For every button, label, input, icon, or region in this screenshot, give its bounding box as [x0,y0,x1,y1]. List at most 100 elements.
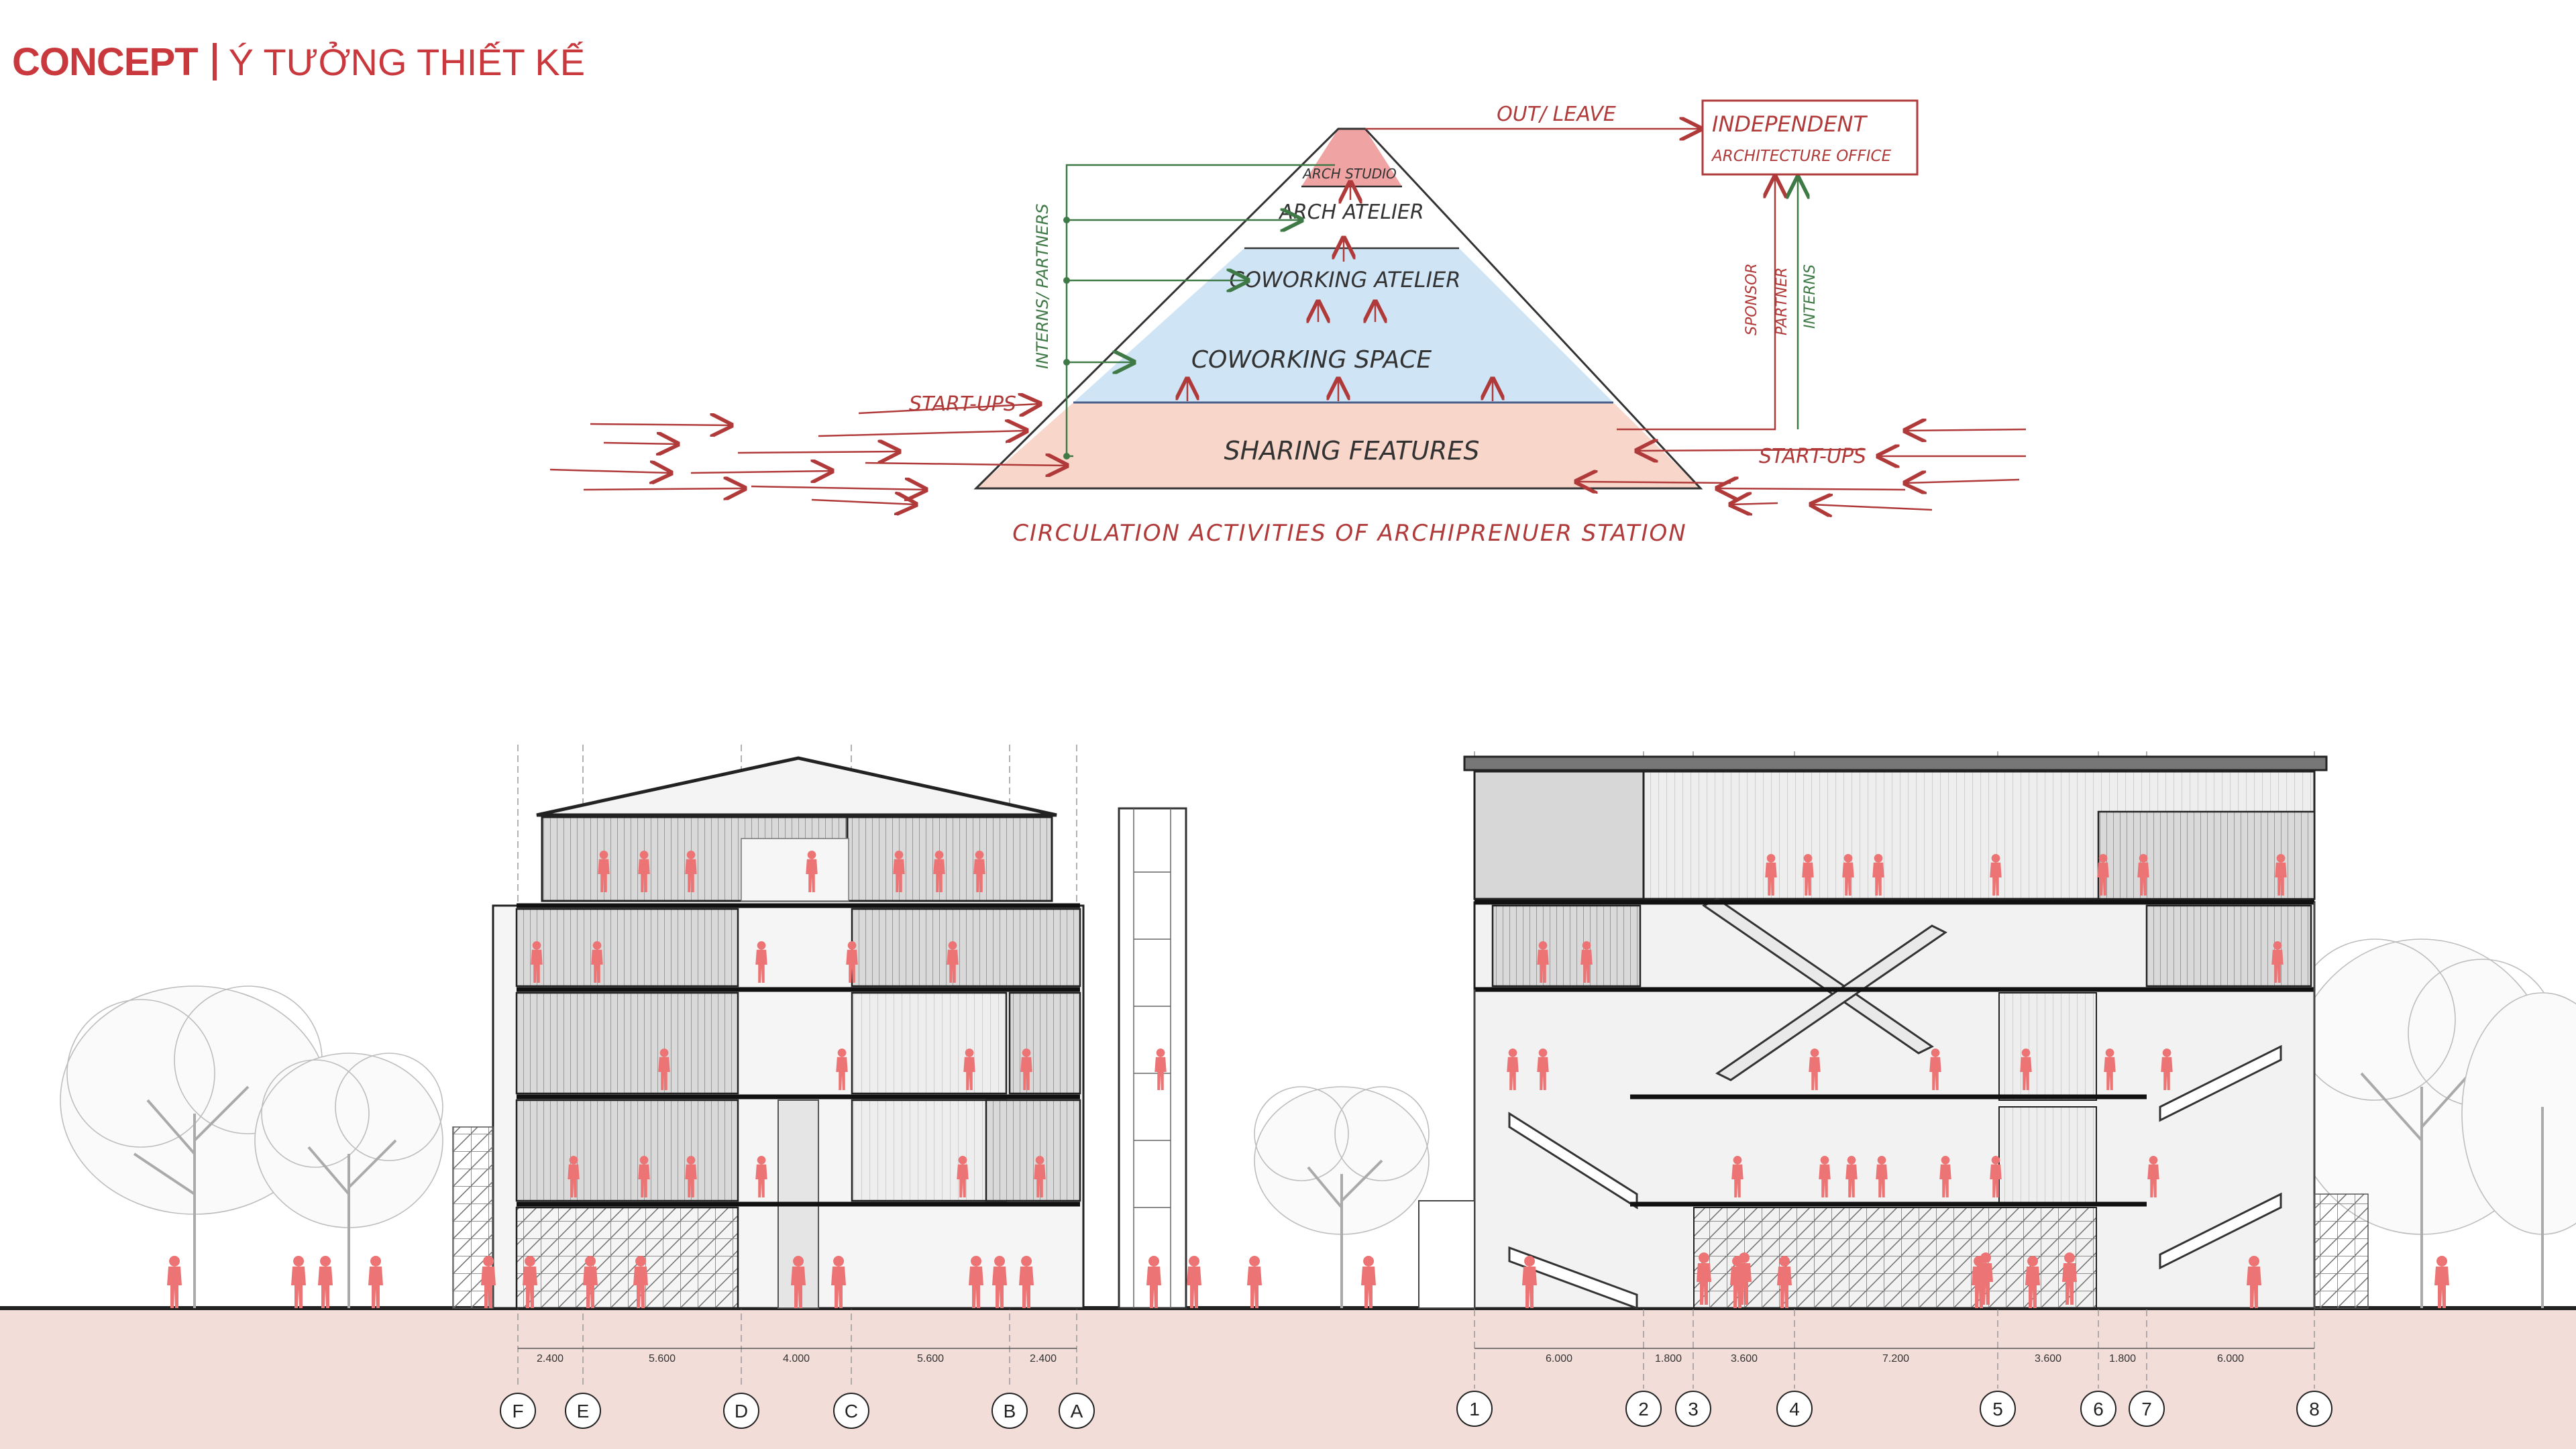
tree-mid [1254,1086,1430,1308]
person-silhouette [1845,1156,1858,1197]
person-silhouette [598,851,610,892]
person-silhouette [1155,1049,1167,1090]
person-silhouette [1777,1256,1792,1308]
person-silhouette [1537,1049,1549,1090]
building-section-left: 2.400 5.600 4.000 5.600 2.400 F E D C B … [452,745,1187,1429]
left-dim-3: 4.000 [783,1353,810,1364]
right-dim-3: 3.600 [1731,1353,1758,1364]
grid-label-1: 1 [1469,1399,1480,1419]
grid-label-f: F [512,1401,523,1421]
title-bold: CONCEPT [12,40,199,84]
right-roof [1463,755,2328,771]
office-label-line2: ARCHITECTURE OFFICE [1711,148,1892,165]
person-silhouette [1929,1049,1941,1090]
person-silhouette [583,1256,598,1308]
grid-label-5: 5 [1992,1399,2003,1419]
grid-label-7: 7 [2141,1399,2152,1419]
sponsor-label: SPONSOR [1743,263,1760,335]
person-silhouette [2020,1049,2032,1090]
grid-label-c: C [845,1401,858,1421]
person-silhouette [969,1256,983,1308]
person-silhouette [1990,1156,2002,1197]
title-subtitle: Ý TƯỞNG THIẾT KẾ [228,40,586,83]
grid-label-4: 4 [1789,1399,1800,1419]
person-silhouette [2275,854,2287,896]
person-silhouette [591,941,603,983]
person-silhouette [992,1256,1007,1308]
person-silhouette [1765,854,1777,896]
person-silhouette [1522,1256,1537,1308]
right-dim-6: 1.800 [2109,1353,2136,1364]
right-dim-2: 1.800 [1655,1353,1682,1364]
out-leave-label: OUT/ LEAVE [1497,103,1616,126]
person-silhouette [831,1256,846,1308]
person-silhouette [2062,1252,2077,1305]
left-dim-5: 2.400 [1030,1353,1057,1364]
person-silhouette [1537,941,1549,983]
person-silhouette [2104,1049,2116,1090]
person-silhouette [685,851,697,892]
person-silhouette [1034,1156,1046,1197]
person-silhouette [893,851,905,892]
person-silhouette [1809,1049,1821,1090]
person-silhouette [1978,1252,1993,1305]
pyramid-caption: CIRCULATION ACTIVITIES OF ARCHIPRENUER S… [1012,520,1686,547]
pyramid-level-base-orange [976,402,1701,488]
office-label-line1: INDEPENDENT [1712,111,1868,137]
person-silhouette [1802,854,1814,896]
right-dim-4: 7.200 [1882,1353,1909,1364]
person-silhouette [633,1256,648,1308]
person-silhouette [1990,854,2002,896]
interns-label: INTERNS [1802,264,1819,329]
person-silhouette [755,941,767,983]
left-grid-bubbles: F E D C B A [500,1393,1095,1429]
person-silhouette [1731,1156,1743,1197]
people-silhouettes [167,851,2449,1308]
person-silhouette [1876,1156,1888,1197]
independent-office-box [1701,99,1919,176]
person-silhouette [1819,1156,1831,1197]
pyramid-level-upper-white [1244,186,1459,248]
page-header: CONCEPT Ý TƯỞNG THIẾT KẾ [12,35,585,89]
person-silhouette [1187,1256,1201,1308]
building-section-right: 6.000 1.800 3.600 7.200 3.600 1.800 6.00… [1418,751,2369,1427]
left-dim-2: 5.600 [649,1353,676,1364]
person-silhouette [568,1156,580,1197]
grid-label-d: D [735,1401,748,1421]
person-silhouette [1842,854,1854,896]
pyramid-outline [973,127,1703,490]
person-silhouette [755,1156,767,1197]
person-silhouette [531,941,543,983]
right-dim-5: 3.600 [2035,1353,2061,1364]
startups-right-label: START-UPS [1759,445,1866,468]
startups-left-label: START-UPS [909,392,1016,416]
person-silhouette [685,1156,697,1197]
person-silhouette [791,1256,806,1308]
person-silhouette [947,941,959,983]
person-silhouette [1020,1049,1032,1090]
grid-label-a: A [1071,1401,1083,1421]
person-silhouette [638,1156,650,1197]
person-silhouette [2271,941,2284,983]
circulation-pyramid-diagram: ARCH STUDIO ARCH ATELIER COWORKING ATELI… [549,99,2027,547]
person-silhouette [291,1256,306,1308]
level-label-coworking-space: COWORKING SPACE [1191,346,1432,374]
person-silhouette [1507,1049,1519,1090]
person-silhouette [2247,1256,2261,1308]
trees [60,938,2576,1308]
person-silhouette [2025,1256,2040,1308]
left-roof [536,756,1057,817]
person-silhouette [1737,1252,1752,1305]
level-label-arch-studio: ARCH STUDIO [1301,166,1397,182]
tree-right-2 [2461,992,2576,1308]
person-silhouette [1361,1256,1376,1308]
person-silhouette [1872,854,1884,896]
person-silhouette [2161,1049,2173,1090]
person-silhouette [1247,1256,1262,1308]
pyramid-level-coworking-blue [1073,248,1613,402]
sponsor-path [1617,177,1775,431]
grid-label-3: 3 [1688,1399,1699,1419]
grid-label-6: 6 [2093,1399,2104,1419]
interns-partners-label: INTERNS/ PARTNERS [1033,204,1052,370]
tree-left-2 [254,1053,443,1308]
